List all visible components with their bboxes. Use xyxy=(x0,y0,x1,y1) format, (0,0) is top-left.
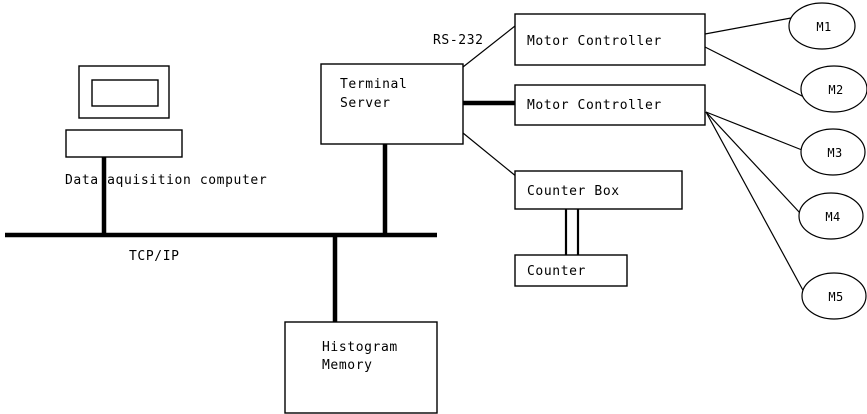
motor-controller-2-box[interactable] xyxy=(514,84,706,126)
counter-box-label: Counter Box xyxy=(527,184,620,199)
computer-monitor-screen xyxy=(91,79,159,107)
motor-controller-1-label: Motor Controller xyxy=(527,34,662,49)
motor-m3-label: M3 xyxy=(827,146,842,160)
link-terminal-server-to-counter-box xyxy=(462,132,518,178)
tcpip-label: TCP/IP xyxy=(129,249,180,264)
rs232-label: RS-232 xyxy=(433,33,484,48)
motor-controller-1-box[interactable] xyxy=(514,13,706,66)
motor-m1-label: M1 xyxy=(816,20,831,34)
motor-m4-label: M4 xyxy=(825,210,840,224)
link-motor-controller-1-to-m2 xyxy=(704,46,805,98)
counter-box-box[interactable] xyxy=(514,170,683,210)
link-motor-controller-1-to-m1 xyxy=(704,17,792,35)
counter-label: Counter xyxy=(527,264,586,279)
data-acquisition-computer-label: Data aquisition computer xyxy=(65,173,267,188)
terminal-server-label-line2: Server xyxy=(340,96,391,111)
link-motor-controller-2-to-m3 xyxy=(705,111,803,151)
histogram-memory-box[interactable] xyxy=(284,321,438,414)
motor-m2-label: M2 xyxy=(828,83,843,97)
counter-box[interactable] xyxy=(514,254,628,287)
motor-m4-ellipse[interactable] xyxy=(798,192,864,240)
link-terminal-server-to-motor-controller-1 xyxy=(462,25,516,68)
motor-m5-label: M5 xyxy=(828,290,843,304)
terminal-server-box[interactable] xyxy=(320,63,464,145)
motor-m3-ellipse[interactable] xyxy=(800,128,866,176)
link-motor-controller-2-to-m5 xyxy=(705,111,806,295)
link-motor-controller-2-to-m4 xyxy=(705,111,801,214)
motor-m1-ellipse[interactable] xyxy=(788,2,856,50)
histogram-memory-label-line1: Histogram xyxy=(322,340,398,355)
histogram-memory-label-line2: Memory xyxy=(322,358,373,373)
motor-controller-2-label: Motor Controller xyxy=(527,98,662,113)
motor-m5-ellipse[interactable] xyxy=(801,272,867,320)
terminal-server-label-line1: Terminal xyxy=(340,77,407,92)
computer-chassis xyxy=(65,129,183,158)
motor-m2-ellipse[interactable] xyxy=(800,65,867,113)
